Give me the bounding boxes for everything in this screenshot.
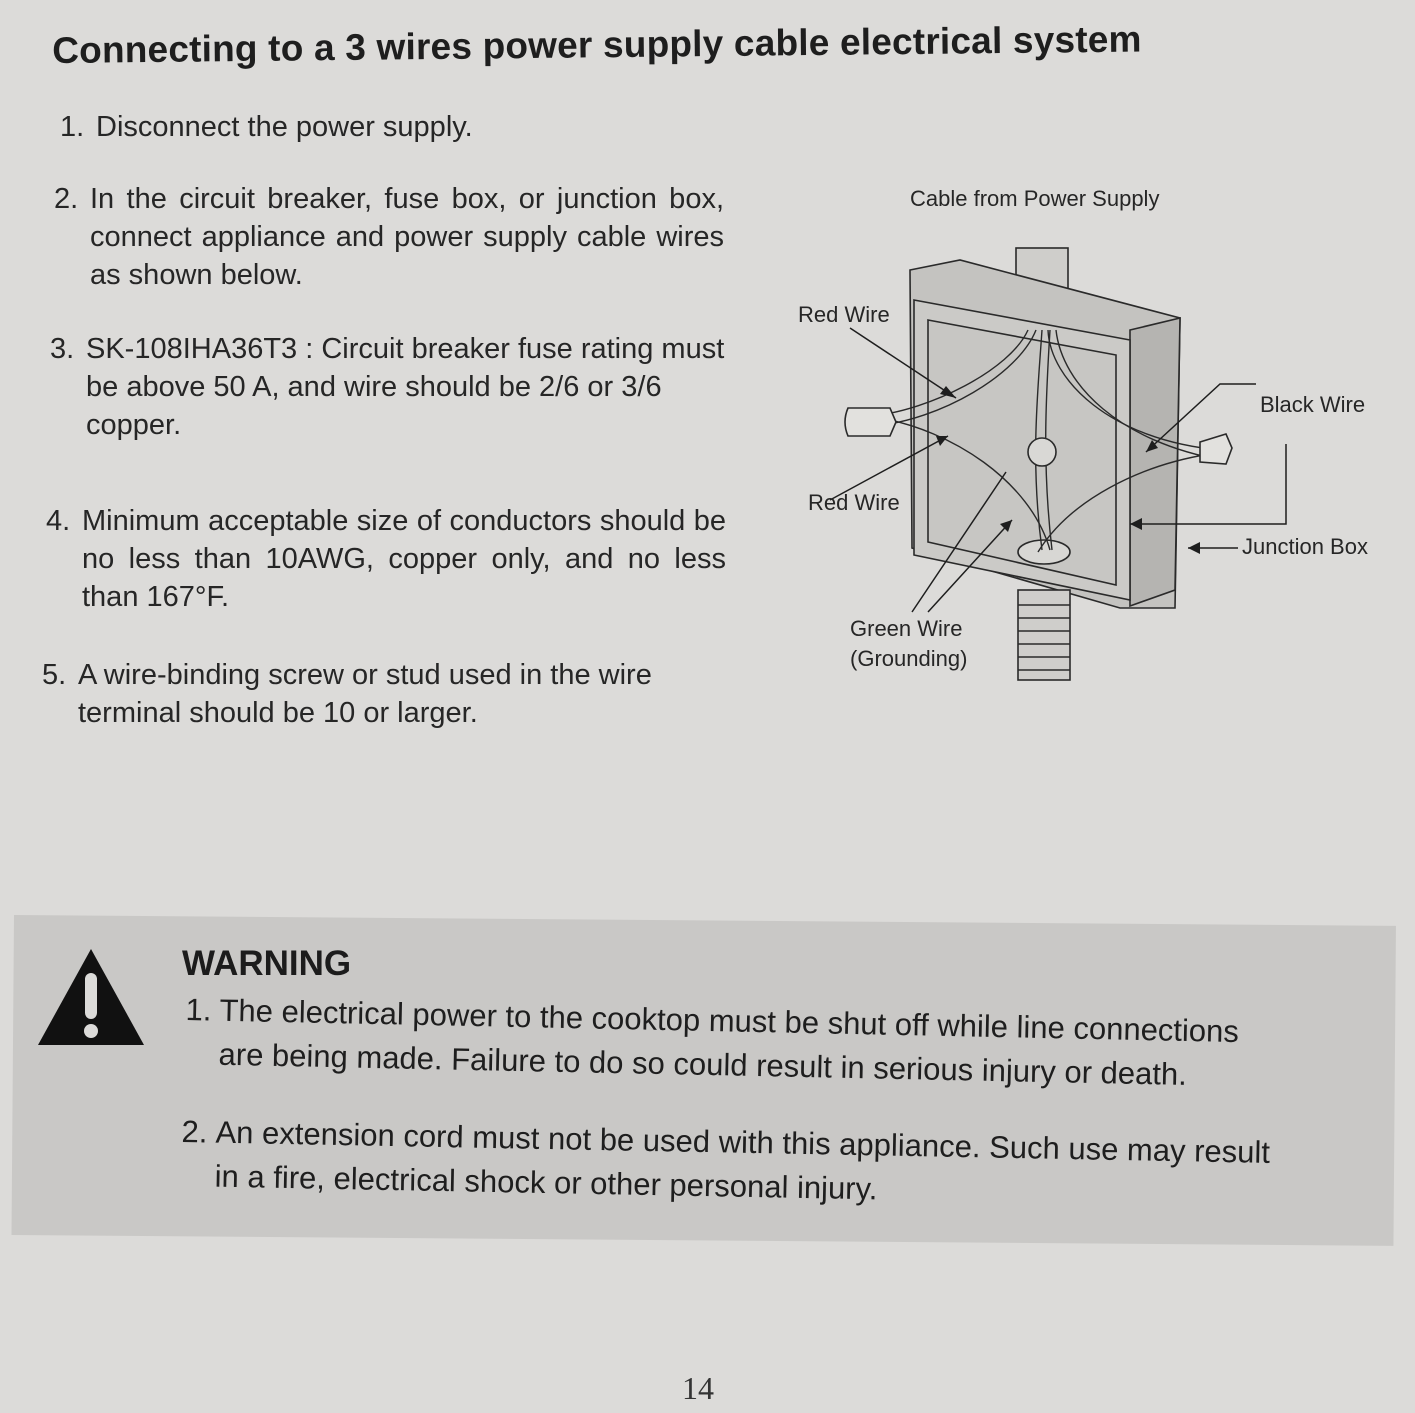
- black-wire-label: Black Wire: [1260, 392, 1366, 417]
- red-wire-label: Red Wire: [798, 302, 890, 327]
- step-text: A wire-binding screw or stud used in the…: [78, 659, 652, 729]
- wire-nut-right: [1199, 433, 1233, 465]
- cable-from-power-supply-label: Cable from Power Supply: [910, 186, 1160, 211]
- step-text: Minimum acceptable size of conductors sh…: [82, 505, 726, 613]
- green-wire-label: Green Wire: [850, 616, 963, 641]
- black-wire-leader: [1145, 383, 1256, 453]
- warning-number: 2.: [181, 1113, 208, 1150]
- black-wire-leader-lower: [1130, 444, 1287, 525]
- red-wire-top-leader: [849, 327, 957, 399]
- junction-box-diagram: Cable from Power Supply Red Wire Red Wir…: [780, 180, 1400, 700]
- green-wire-leader: [927, 519, 1013, 613]
- step-number: 5.: [42, 659, 67, 691]
- step-number: 4.: [46, 505, 71, 537]
- red-wire-bottom-leader: [829, 435, 949, 501]
- wire-nut-left: [844, 407, 897, 437]
- junction-box-label: Junction Box: [1242, 534, 1368, 559]
- conduit-bottom: [1017, 589, 1071, 681]
- page-number: 14: [682, 1370, 714, 1406]
- step-text: In the circuit breaker, fuse box, or jun…: [90, 183, 724, 291]
- grounding-label: (Grounding): [850, 646, 968, 671]
- warning-title: WARNING: [182, 944, 352, 983]
- ground-screw: [1027, 437, 1057, 467]
- step-text: Disconnect the power supply.: [96, 111, 473, 143]
- step-text: SK-108IHA36T3 : Circuit breaker fuse rat…: [86, 333, 725, 441]
- red-wire-label: Red Wire: [808, 490, 900, 515]
- wiring-illustration: [829, 247, 1287, 681]
- step-number: 2.: [54, 183, 79, 215]
- page-title: Connecting to a 3 wires power supply cab…: [52, 18, 1142, 71]
- warning-number: 1.: [185, 991, 212, 1028]
- warning-triangle-icon: [38, 949, 144, 1045]
- step-number: 1.: [60, 111, 85, 143]
- step-number: 3.: [50, 333, 75, 365]
